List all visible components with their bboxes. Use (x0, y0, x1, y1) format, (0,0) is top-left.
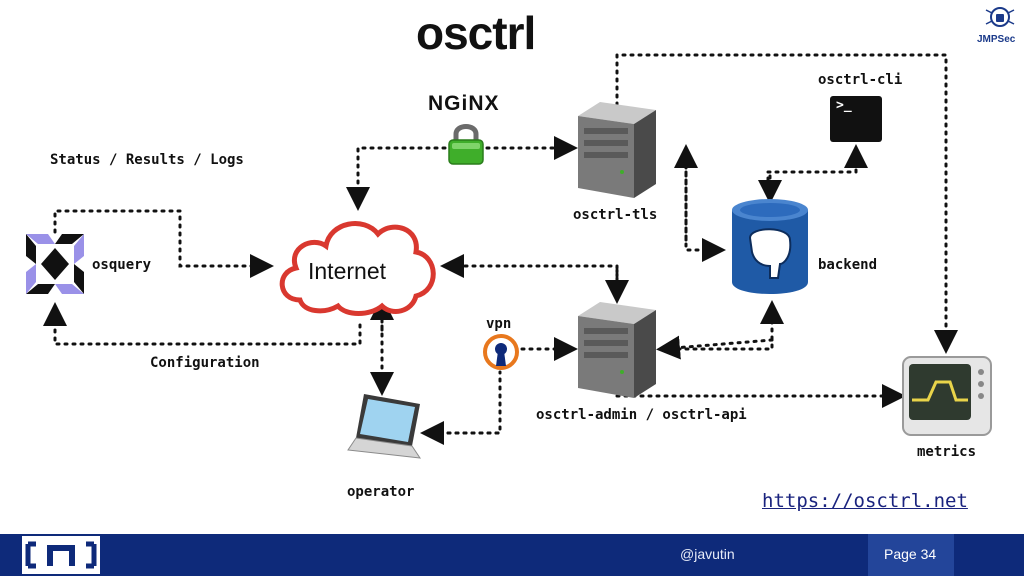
admin-server-icon (578, 302, 656, 398)
internet-label: Internet (308, 258, 386, 284)
label-status-results-logs: Status / Results / Logs (50, 152, 244, 168)
label-osctrl-cli: osctrl-cli (818, 72, 903, 88)
terminal-prompt: >_ (836, 98, 852, 113)
edge-admin-backend (660, 300, 784, 351)
footer-bar (0, 534, 1024, 576)
lock-icon (448, 124, 484, 165)
nginx-label: NGiNX (428, 92, 500, 115)
label-osctrl-admin-api: osctrl-admin / osctrl-api (536, 407, 747, 423)
jmpsec-logo-icon (985, 7, 1015, 27)
osctrl-link[interactable]: https://osctrl.net (762, 490, 968, 512)
terminal-icon (830, 96, 882, 142)
edge-backend-admin (656, 335, 774, 360)
vpn-icon (483, 334, 519, 370)
laptop-icon (347, 394, 422, 459)
label-configuration: Configuration (150, 355, 260, 371)
edge-osquery-internet (53, 209, 274, 278)
server-icon (578, 102, 656, 198)
edge-nginx-internet (346, 146, 447, 211)
edge-operator-vpn (430, 370, 502, 435)
edge-admin-internet (440, 254, 619, 302)
label-operator: operator (347, 484, 415, 500)
page-number: Page 34 (884, 546, 937, 562)
label-backend: backend (818, 257, 878, 273)
database-icon (732, 199, 808, 294)
page-title: osctrl (416, 7, 536, 59)
label-metrics: metrics (917, 444, 977, 460)
label-vpn: vpn (486, 316, 512, 332)
osquery-icon (26, 234, 84, 294)
brand-text: JMPSec (977, 34, 1016, 45)
label-osctrl-tls: osctrl-tls (573, 207, 658, 223)
edge-internet-osquery (43, 302, 362, 346)
footer-logo (22, 536, 100, 574)
connectors (43, 53, 958, 445)
cloud-icon (279, 221, 436, 316)
monitor-icon (902, 356, 992, 436)
label-osquery: osquery (92, 257, 152, 273)
edge-tls-metrics (615, 53, 958, 354)
footer-author: @javutin (680, 546, 735, 562)
edge-tls-backend (684, 146, 726, 262)
footer-logo-icon (25, 541, 97, 569)
edge-backend-cli (766, 144, 868, 198)
page-box (868, 534, 954, 576)
